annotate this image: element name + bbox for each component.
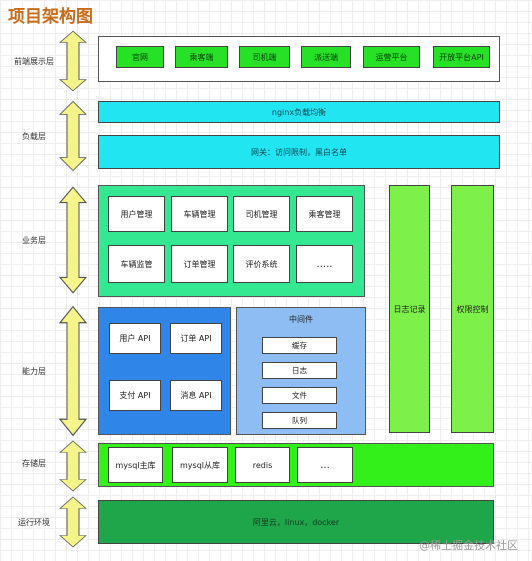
double-arrow-icon [59, 100, 87, 172]
storage-item-mysql-slave: mysql从库 [172, 447, 228, 483]
api-user: 用户 API [109, 323, 161, 354]
middleware-title: 中间件 [289, 315, 313, 324]
storage-item-mysql-master: mysql主库 [108, 447, 163, 483]
frontend-item-driver: 司机端 [239, 46, 290, 68]
business-item-passenger-mgmt: 乘客管理 [296, 196, 353, 232]
business-item-vehicle-mgmt: 车辆管理 [171, 196, 228, 232]
runtime-environment: 阿里云，linux，docker [98, 500, 494, 544]
layer-label-load: 负载层 [22, 132, 46, 141]
business-item-driver-mgmt: 司机管理 [233, 196, 290, 232]
business-item-user-mgmt: 用户管理 [108, 196, 165, 232]
page-title: 项目架构图 [8, 7, 93, 27]
double-arrow-icon [58, 305, 88, 437]
frontend-item-operations: 运营平台 [363, 46, 420, 68]
middleware-item-queue: 队列 [262, 412, 337, 429]
business-item-rating-system: 评价系统 [233, 245, 290, 283]
api-payment: 支付 API [109, 380, 161, 411]
layer-label-capability: 能力层 [22, 367, 46, 376]
double-arrow-icon [58, 186, 88, 294]
api-message: 消息 API [170, 380, 222, 411]
double-arrow-icon [59, 496, 87, 548]
business-item-vehicle-supervision: 车辆监管 [108, 245, 165, 283]
double-arrow-icon [59, 30, 87, 92]
layer-label-runtime: 运行环境 [18, 518, 50, 527]
gateway-box: 网关：访问限制，黑白名单 [98, 135, 500, 169]
storage-panel [98, 443, 494, 487]
storage-item-redis: redis [235, 447, 290, 483]
layer-label-frontend: 前端展示层 [14, 57, 54, 66]
layer-label-storage: 存储层 [22, 459, 46, 468]
frontend-item-passenger: 乘客端 [175, 46, 228, 68]
frontend-item-open-api: 开放平台API [433, 46, 490, 68]
storage-item-more: ... [297, 447, 353, 483]
frontend-item-dispatch: 派送端 [301, 46, 351, 68]
layer-label-business: 业务层 [22, 236, 46, 245]
business-item-more: ..... [296, 245, 353, 283]
business-item-order-mgmt: 订单管理 [171, 245, 228, 283]
middleware-item-file: 文件 [262, 387, 337, 404]
api-order: 订单 API [170, 323, 222, 354]
log-record-column: 日志记录 [389, 185, 430, 433]
double-arrow-icon [59, 440, 87, 492]
frontend-item-website: 官网 [116, 46, 164, 68]
middleware-item-log: 日志 [262, 362, 337, 379]
nginx-load-balancer: nginx负载均衡 [98, 101, 500, 123]
watermark: @稀土掘金技术社区 [419, 539, 518, 552]
middleware-item-cache: 缓存 [262, 337, 337, 354]
auth-control-column: 权限控制 [451, 185, 494, 433]
